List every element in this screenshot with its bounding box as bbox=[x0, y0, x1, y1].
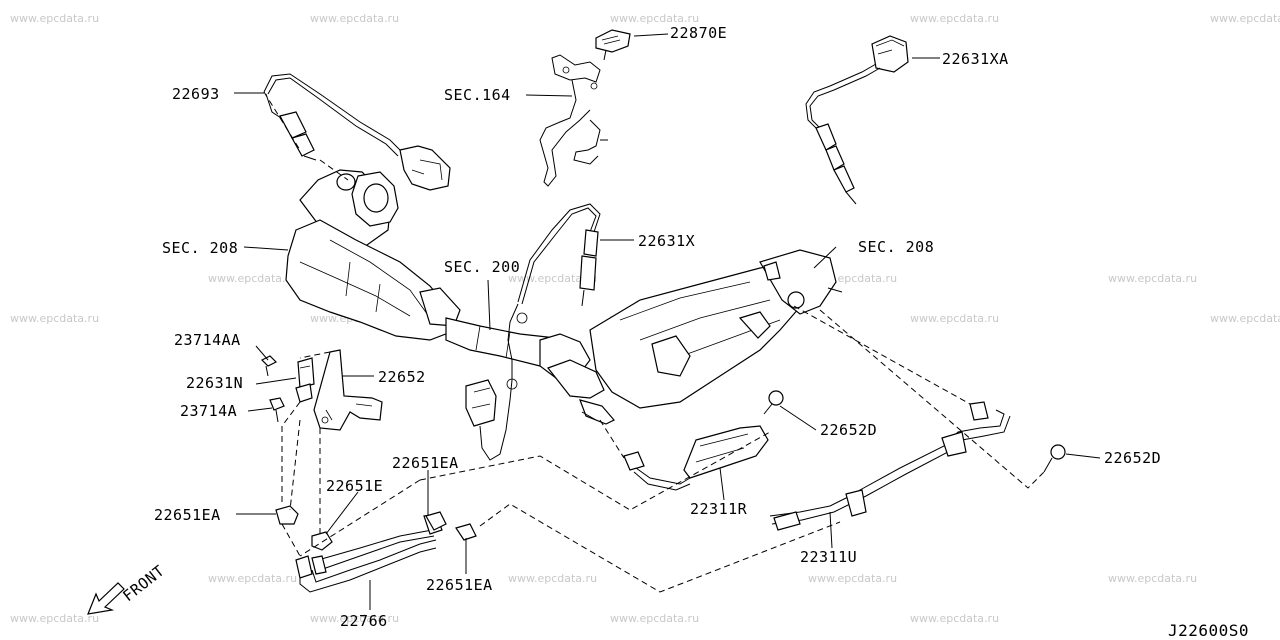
watermark: www.epcdata.ru bbox=[310, 12, 399, 25]
label-22652D-center: 22652D bbox=[820, 421, 877, 439]
label-22311R: 22311R bbox=[690, 500, 748, 518]
label-22631X: 22631X bbox=[638, 232, 695, 250]
label-22651EA-left: 22651EA bbox=[154, 506, 221, 524]
bolt-23714AA bbox=[260, 355, 278, 377]
watermark: www.epcdata.ru bbox=[910, 312, 999, 325]
clip-22651E bbox=[311, 531, 333, 551]
leader-lines bbox=[234, 33, 1101, 610]
watermark: www.epcdata.ru bbox=[910, 612, 999, 625]
label-23714A: 23714A bbox=[180, 402, 237, 420]
watermark: www.epcdata.ru bbox=[208, 572, 297, 585]
label-22652: 22652 bbox=[378, 368, 426, 386]
rear-catalyst-sec208 bbox=[589, 249, 843, 409]
clip-22651EA-left bbox=[275, 505, 299, 525]
pipe-assembly-22766 bbox=[295, 513, 443, 593]
oxygen-sensor-22631X bbox=[465, 203, 601, 461]
watermark: www.epcdata.ru bbox=[1210, 312, 1280, 325]
label-22651EA-bottom: 22651EA bbox=[426, 576, 493, 594]
front-pipe-sec200 bbox=[445, 317, 615, 425]
watermark: www.epcdata.ru bbox=[1108, 272, 1197, 285]
oxygen-sensor-22631XA bbox=[805, 35, 909, 205]
label-22651E: 22651E bbox=[326, 477, 383, 495]
watermark: www.epcdata.ru bbox=[10, 612, 99, 625]
watermark: www.epcdata.ru bbox=[808, 572, 897, 585]
hose-22311R bbox=[623, 425, 769, 491]
bolt-22652D-right bbox=[1043, 444, 1066, 473]
watermark: www.epcdata.ru bbox=[1210, 12, 1280, 25]
label-22631XA: 22631XA bbox=[942, 50, 1009, 68]
front-catalyst-sec208 bbox=[285, 169, 461, 341]
bolt-22652D-center bbox=[763, 390, 784, 415]
label-22651EA-top: 22651EA bbox=[392, 454, 459, 472]
watermark: www.epcdata.ru bbox=[10, 12, 99, 25]
part-labels: 22870E 22631XA 22693 SEC.164 SEC. 208 SE… bbox=[154, 24, 1161, 630]
label-22693: 22693 bbox=[172, 85, 220, 103]
label-22311U: 22311U bbox=[800, 548, 857, 566]
front-direction-arrow: FRONT bbox=[87, 562, 168, 615]
bolt-23714A bbox=[269, 397, 285, 423]
front-label: FRONT bbox=[119, 562, 168, 606]
label-23714AA: 23714AA bbox=[174, 331, 241, 349]
bracket-sec164 bbox=[539, 54, 608, 187]
watermark: www.epcdata.ru bbox=[10, 312, 99, 325]
clip-22651EA-center bbox=[425, 511, 447, 531]
watermark: www.epcdata.ru bbox=[910, 12, 999, 25]
relay-22870E bbox=[595, 29, 631, 61]
pressure-sensor-22631N bbox=[295, 357, 315, 403]
watermark: www.epcdata.ru bbox=[610, 612, 699, 625]
watermark: www.epcdata.ru bbox=[1108, 572, 1197, 585]
label-22870E: 22870E bbox=[670, 24, 727, 42]
clip-22651EA-lower bbox=[455, 523, 477, 541]
watermark: www.epcdata.ru bbox=[610, 12, 699, 25]
label-22766: 22766 bbox=[340, 612, 388, 630]
watermark: www.epcdata.ru bbox=[310, 612, 399, 625]
diagram-code: J22600S0 bbox=[1168, 621, 1249, 640]
label-22652D-right: 22652D bbox=[1104, 449, 1161, 467]
watermark: www.epcdata.ru bbox=[508, 572, 597, 585]
bracket-22652 bbox=[313, 349, 383, 431]
dashed-routing bbox=[263, 91, 1045, 593]
label-sec208-front: SEC. 208 bbox=[162, 239, 238, 257]
label-22631N: 22631N bbox=[186, 374, 243, 392]
label-sec200: SEC. 200 bbox=[444, 258, 520, 276]
label-sec208-rear: SEC. 208 bbox=[858, 238, 934, 256]
label-sec164: SEC.164 bbox=[444, 86, 511, 104]
tube-22311U bbox=[769, 401, 1011, 531]
air-fuel-sensor-22693 bbox=[263, 73, 451, 191]
watermark: www.epcdata.ru bbox=[208, 272, 297, 285]
